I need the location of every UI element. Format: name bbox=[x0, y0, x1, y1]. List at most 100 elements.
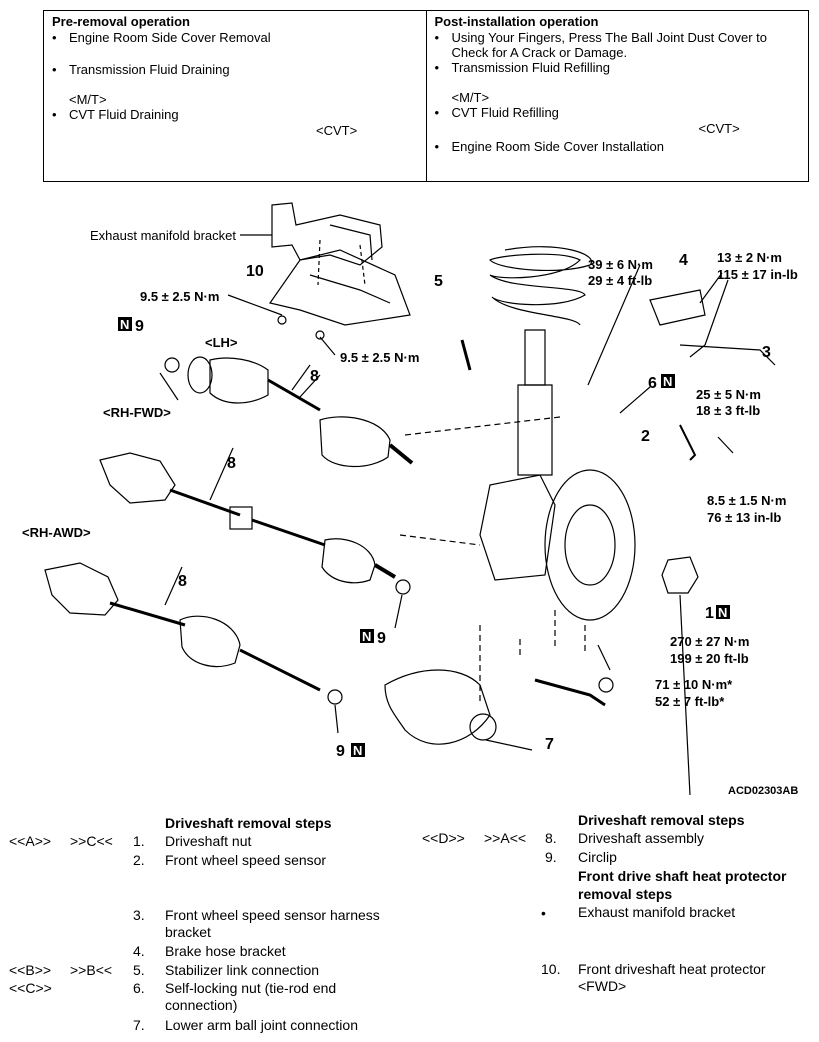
leader-lines bbox=[159, 234, 734, 795]
strut-lower bbox=[517, 384, 553, 476]
number-8: 8 bbox=[227, 455, 236, 472]
bolt-part bbox=[315, 330, 325, 340]
lh-label: <LH> bbox=[205, 335, 238, 350]
mt-tag: <M/T> bbox=[69, 92, 107, 107]
bolt-part bbox=[277, 315, 287, 325]
step-number: 9. bbox=[545, 849, 557, 865]
heat-protector-part bbox=[269, 249, 411, 326]
rhawd-shaft-bar bbox=[239, 648, 321, 692]
number-8: 8 bbox=[178, 573, 187, 590]
number-9: 9 bbox=[135, 318, 144, 335]
right-steps-title: Driveshaft removal steps bbox=[578, 812, 745, 828]
step-number: 4. bbox=[133, 943, 145, 959]
rhawd-shaft-bar bbox=[109, 601, 186, 627]
exhaust-bracket-part bbox=[271, 202, 383, 266]
torque-label: 9.5 ± 2.5 N·m bbox=[340, 350, 419, 365]
rhawd-shaft-boot bbox=[179, 615, 241, 668]
pre-removal-title: Pre-removal operation bbox=[52, 14, 190, 29]
steps-section: Driveshaft removal steps <<A>> >>C<< 1. … bbox=[0, 812, 819, 1040]
rhfwd-shaft-spline bbox=[373, 563, 397, 579]
assembly-lines bbox=[399, 416, 586, 705]
n-mark-text: N bbox=[353, 743, 362, 758]
lh-shaft-joint bbox=[209, 357, 269, 404]
step-text: Self-locking nut (tie-rod end connection… bbox=[165, 980, 337, 1013]
number-1: 1 bbox=[705, 605, 714, 622]
n-mark bbox=[716, 605, 730, 619]
brake-hose-bracket bbox=[649, 289, 706, 326]
torque-label: 71 ± 10 N·m* bbox=[655, 677, 733, 692]
torque-label: 25 ± 5 N·m bbox=[696, 387, 761, 402]
heat-protector-detail bbox=[309, 274, 391, 304]
rhawd-shaft-joint bbox=[44, 562, 119, 616]
step-number: 3. bbox=[133, 907, 145, 923]
brake-caliper bbox=[479, 474, 556, 581]
step-text: Brake hose bracket bbox=[165, 943, 286, 959]
torque-label: 13 ± 2 N·m bbox=[717, 250, 782, 265]
torque-label: 76 ± 13 in-lb bbox=[707, 510, 781, 525]
step-text: Stabilizer link connection bbox=[165, 962, 320, 978]
rhfwd-shaft-bar bbox=[169, 488, 241, 517]
hub-nut bbox=[661, 556, 699, 594]
post-item: •Using Your Fingers, Press The Ball Join… bbox=[434, 30, 768, 60]
number-9: 9 bbox=[336, 743, 345, 760]
circlip-part bbox=[395, 579, 411, 595]
pre-item: •CVT Fluid Draining bbox=[52, 107, 179, 122]
tie-rod-end bbox=[598, 677, 614, 693]
pre-removal-column: Pre-removal operation •Engine Room Side … bbox=[44, 11, 426, 181]
number-3: 3 bbox=[762, 344, 771, 361]
post-item: •Transmission Fluid Refilling bbox=[434, 60, 610, 75]
cvt-tag: <CVT> bbox=[316, 123, 358, 138]
n-mark bbox=[360, 629, 374, 643]
step-text: Driveshaft assembly bbox=[578, 830, 705, 846]
lh-shaft-spline bbox=[388, 443, 414, 465]
n-mark-text: N bbox=[663, 374, 672, 389]
step-text: Lower arm ball joint connection bbox=[165, 1017, 358, 1033]
harness-bracket bbox=[679, 344, 776, 366]
lh-shaft-joint bbox=[187, 356, 213, 394]
step-text: Circlip bbox=[578, 849, 617, 865]
exhaust-label: Exhaust manifold bracket bbox=[90, 228, 236, 243]
n-mark-text: N bbox=[120, 317, 129, 332]
lh-shaft-bar bbox=[267, 378, 321, 412]
rhfwd-shaft-boot bbox=[321, 538, 376, 584]
step-code: <<C>> bbox=[9, 980, 52, 996]
figure-code: ACD02303AB bbox=[728, 785, 798, 795]
brake-disc bbox=[544, 469, 636, 621]
torque-label: 115 ± 17 in-lb bbox=[717, 267, 798, 282]
torque-label: 39 ± 6 N·m bbox=[588, 257, 653, 272]
post-item: •Engine Room Side Cover Installation bbox=[434, 139, 664, 154]
brake-hub bbox=[564, 504, 616, 586]
n-mark-text: N bbox=[362, 629, 371, 644]
post-installation-column: Post-installation operation •Using Your … bbox=[425, 11, 809, 181]
step-text: Front driveshaft heat protector <FWD> bbox=[578, 961, 766, 994]
torque-label: 270 ± 27 N·m bbox=[670, 634, 749, 649]
step-number: 7. bbox=[133, 1017, 145, 1033]
n-mark bbox=[351, 743, 365, 757]
torque-label: 18 ± 3 ft-lb bbox=[696, 403, 760, 418]
torque-label: 9.5 ± 2.5 N·m bbox=[140, 289, 219, 304]
step-code: >>A<< bbox=[484, 830, 527, 846]
heat-protector-steps-title: Front drive shaft heat protector removal… bbox=[578, 868, 787, 902]
stabilizer-link bbox=[460, 339, 472, 371]
diagram-svg: Exhaust manifold bracket 10 9.5 ± 2.5 N·… bbox=[22, 202, 798, 795]
torque-label: 8.5 ± 1.5 N·m bbox=[707, 493, 786, 508]
tie-rod bbox=[534, 678, 606, 707]
rhfwd-shaft-joint bbox=[99, 452, 176, 504]
n-mark bbox=[118, 317, 132, 331]
torque-label: 29 ± 4 ft-lb bbox=[588, 273, 652, 288]
step-number: 5. bbox=[133, 962, 145, 978]
step-text: Front wheel speed sensor bbox=[165, 852, 327, 868]
step-number: 8. bbox=[545, 830, 557, 846]
step-code: <<A>> bbox=[9, 833, 52, 849]
post-installation-title: Post-installation operation bbox=[434, 14, 599, 29]
number-4: 4 bbox=[679, 252, 688, 269]
number-6: 6 bbox=[648, 375, 657, 392]
number-8: 8 bbox=[310, 368, 319, 385]
diagram-drawing bbox=[44, 202, 776, 795]
left-steps-title: Driveshaft removal steps bbox=[165, 815, 332, 831]
leader-dashed bbox=[317, 239, 366, 286]
rh-fwd-label: <RH-FWD> bbox=[103, 405, 171, 420]
lower-arm bbox=[384, 669, 491, 745]
number-10: 10 bbox=[246, 263, 264, 280]
step-number: 10. bbox=[541, 961, 561, 977]
